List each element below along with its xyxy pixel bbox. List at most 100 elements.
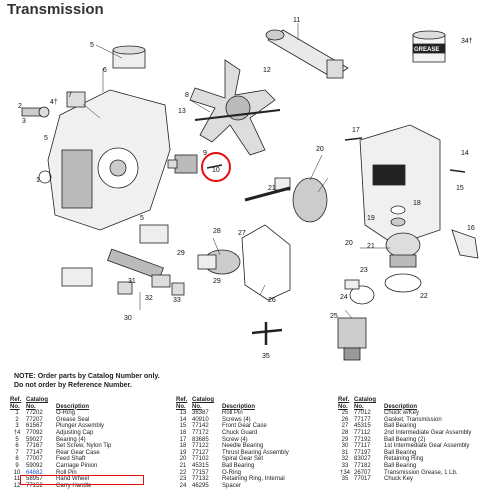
feed-shaft bbox=[194, 109, 281, 121]
callout-14: 14 bbox=[461, 150, 469, 157]
chuck-key bbox=[251, 322, 283, 345]
callout-21-b: 21 bbox=[367, 243, 375, 250]
bearing-5-upper bbox=[112, 45, 146, 69]
page-title: Transmission bbox=[7, 1, 104, 18]
callout-32: 32 bbox=[145, 295, 153, 302]
grease-can bbox=[412, 30, 446, 63]
header-ref: Ref.No. bbox=[338, 397, 350, 410]
screws-17 bbox=[344, 137, 363, 141]
callout-27: 27 bbox=[238, 230, 246, 237]
highlight-box-row-10 bbox=[20, 475, 144, 485]
highlight-circle bbox=[201, 152, 231, 182]
thrust-bearing bbox=[390, 205, 406, 227]
callout-3: 3 bbox=[22, 118, 26, 125]
callout-15: 15 bbox=[456, 185, 464, 192]
callout-16: 16 bbox=[467, 225, 475, 232]
callout-26: 26 bbox=[268, 297, 276, 304]
callout-7: 7 bbox=[68, 92, 72, 99]
order-note-line-2: Do not order by Reference Number. bbox=[14, 381, 132, 389]
callout-4: 4† bbox=[50, 99, 58, 106]
callout-22: 22 bbox=[420, 293, 428, 300]
callout-29-b: 29 bbox=[213, 278, 221, 285]
callout-2: 2 bbox=[18, 103, 22, 110]
retaining-ring-23 bbox=[349, 285, 375, 305]
callout-9: 9 bbox=[203, 150, 207, 157]
chuck-guard bbox=[451, 229, 479, 259]
callout-5-left: 5 bbox=[44, 135, 48, 142]
callout-20: 20 bbox=[316, 146, 324, 153]
first-intermediate-gear bbox=[107, 248, 171, 288]
callout-6: 6 bbox=[103, 67, 107, 74]
callout-31: 31 bbox=[128, 278, 136, 285]
o-ring-1 bbox=[38, 170, 52, 184]
callout-25: 25 bbox=[330, 313, 338, 320]
callout-5-low: 5 bbox=[140, 215, 144, 222]
callout-18: 18 bbox=[413, 200, 421, 207]
callout-20-b: 20 bbox=[345, 240, 353, 247]
gasket bbox=[241, 224, 291, 301]
hand-wheel bbox=[189, 59, 276, 156]
order-note-line-1: NOTE: Order parts by Catalog Number only… bbox=[14, 373, 160, 380]
header-ref: Ref.No. bbox=[176, 397, 188, 410]
catalog-link-64682[interactable]: 64682 bbox=[26, 469, 43, 476]
ball-bearing-33 bbox=[171, 282, 185, 296]
header-description: Description bbox=[56, 403, 90, 410]
callout-29-a: 29 bbox=[177, 250, 185, 257]
adjusting-cap bbox=[66, 91, 86, 108]
bearing-5-lower bbox=[61, 224, 169, 287]
callout-8: 8 bbox=[185, 92, 189, 99]
spacer-24 bbox=[344, 279, 360, 290]
grease-can-label: GREASE bbox=[414, 47, 439, 53]
carry-handle bbox=[265, 29, 349, 79]
order-note: NOTE: Order parts by Catalog Number only… bbox=[14, 373, 160, 390]
callout-13: 13 bbox=[178, 108, 186, 115]
rear-gear-case bbox=[47, 89, 171, 231]
header-description: Description bbox=[222, 403, 256, 410]
plunger-assembly bbox=[21, 106, 50, 118]
callout-11: 12 bbox=[263, 67, 271, 74]
header-description: Description bbox=[384, 403, 418, 410]
callout-33: 33 bbox=[173, 297, 181, 304]
header-ref: Ref.No. bbox=[10, 397, 22, 410]
callout-5-top: 5 bbox=[90, 42, 94, 49]
callout-21-a: 21 bbox=[268, 185, 276, 192]
callout-1: 1 bbox=[36, 177, 40, 184]
chuck bbox=[337, 317, 367, 361]
ball-bearing-21 bbox=[385, 232, 421, 268]
callout-30: 30 bbox=[124, 315, 132, 322]
callout-19: 19 bbox=[367, 215, 375, 222]
o-ring-22 bbox=[384, 273, 422, 293]
